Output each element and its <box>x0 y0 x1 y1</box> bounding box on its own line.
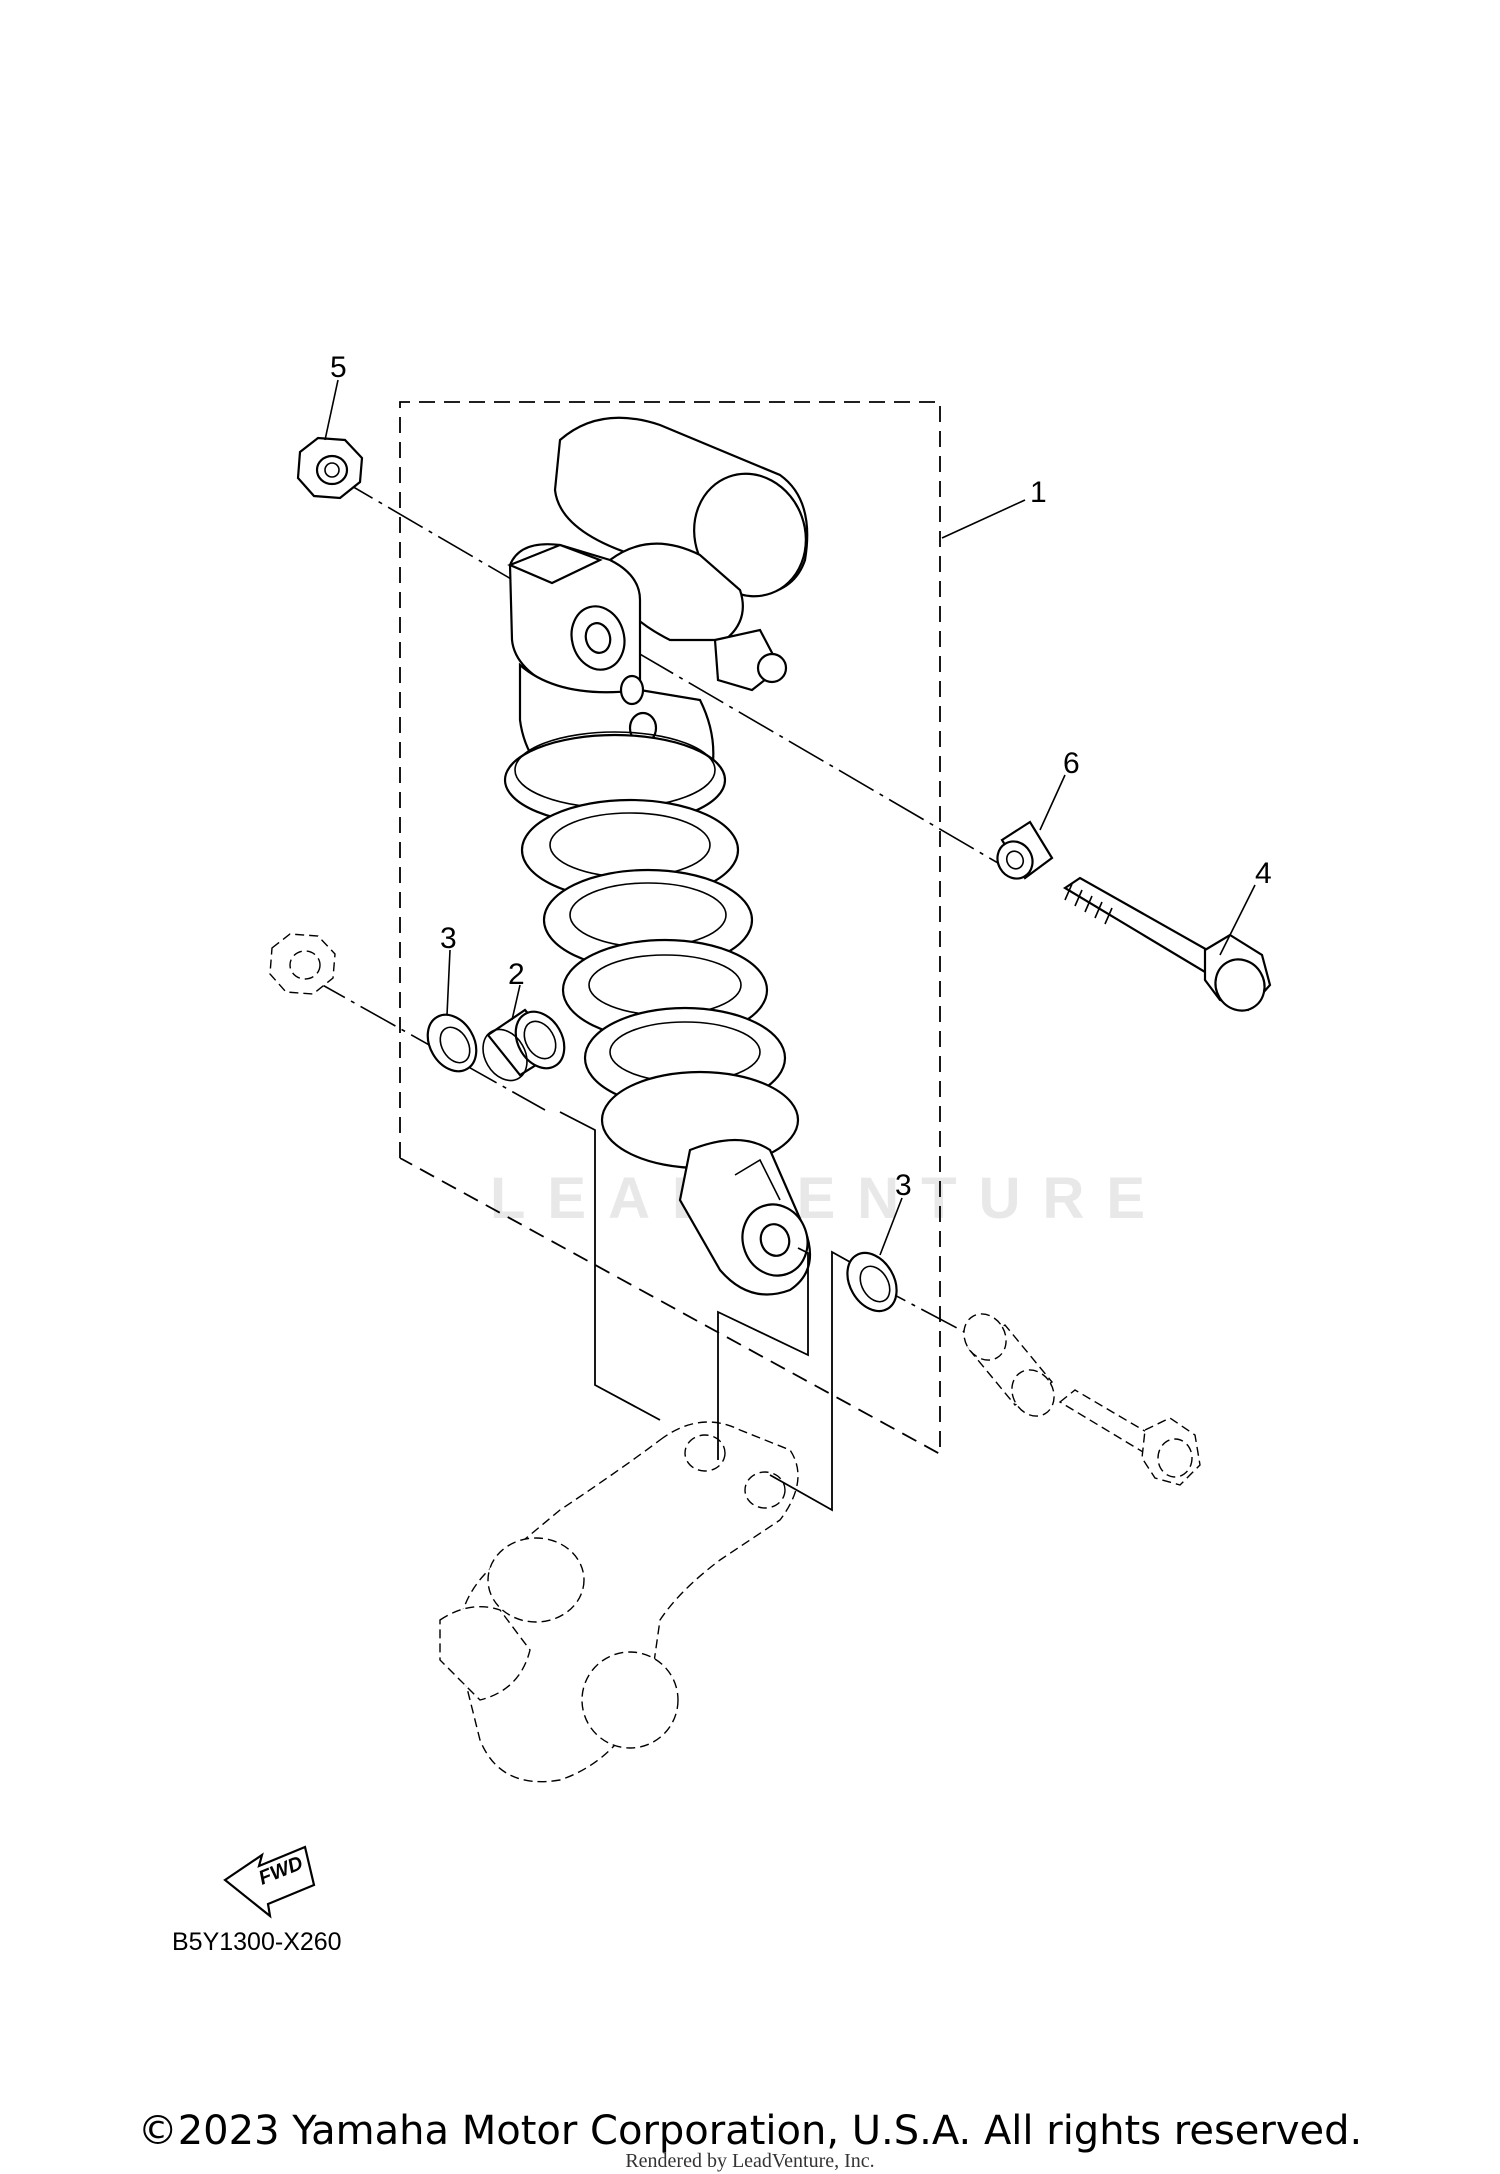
copyright-notice: ©2023 Yamaha Motor Corporation, U.S.A. A… <box>137 2108 1363 2154</box>
reference-collar <box>963 1313 1055 1417</box>
reference-bolt <box>1058 1389 1201 1486</box>
callout-6: 6 <box>1063 747 1080 780</box>
diagram-code: B5Y1300-X260 <box>172 1928 342 1956</box>
leader-5 <box>324 379 339 441</box>
callout-3-right: 3 <box>895 1169 912 1202</box>
part-4-bolt <box>1062 876 1272 1012</box>
part-3-seal-left <box>426 1013 478 1073</box>
leader-4 <box>1219 884 1256 956</box>
rear-shock-absorber <box>503 416 812 1296</box>
leader-1 <box>941 499 1026 539</box>
callout-3-left: 3 <box>440 922 457 955</box>
leader-3-right <box>879 1197 903 1256</box>
leader-3-left <box>446 949 451 1016</box>
centerline-left-collar <box>309 977 546 1111</box>
part-5-nut <box>296 436 364 500</box>
assembly-boundary <box>399 401 941 1456</box>
routing-line-left <box>559 1111 661 1421</box>
callout-4: 4 <box>1255 857 1272 890</box>
routing-line-right <box>769 1250 851 1512</box>
leader-2 <box>511 984 521 1021</box>
reference-nut-left <box>269 933 336 995</box>
leader-6 <box>1039 774 1066 831</box>
fwd-arrow-icon: FWD <box>223 1845 316 1919</box>
watermark: LEADVENTURE <box>490 1166 1167 1231</box>
rendered-by-credit: Rendered by LeadVenture, Inc. <box>625 2150 875 2172</box>
callout-2: 2 <box>508 958 525 991</box>
centerline-right-collar <box>869 1281 1041 1373</box>
routing-line-center <box>717 1247 809 1460</box>
part-3-seal-right <box>846 1251 898 1313</box>
callout-5: 5 <box>330 351 347 384</box>
part-2-bearing <box>482 1008 566 1082</box>
part-6-collar <box>996 820 1054 880</box>
callout-1: 1 <box>1030 476 1047 509</box>
centerline-top-bolt <box>337 477 1011 871</box>
reference-relay-arm <box>439 1421 799 1783</box>
